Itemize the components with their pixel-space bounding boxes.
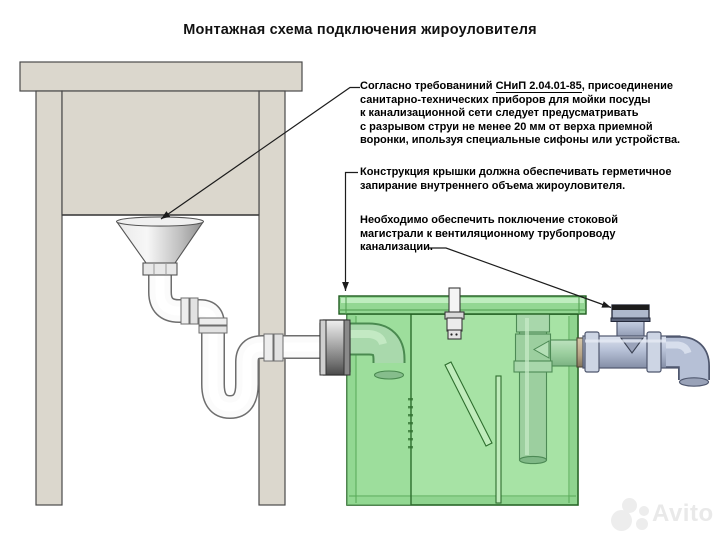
pipe-union [180,297,199,325]
annotation-vent-connection: Необходимо обеспечить поключение стоково… [360,214,618,255]
annotation-line: Согласно требованиний СНиП 2.04.01-85, п… [360,80,674,93]
grease-trap [338,287,587,506]
sink-basin [61,90,260,216]
pipe-union [198,317,228,334]
annotation-line: воронки, ипользуя специальные сифоны или… [360,134,681,146]
vertical-baffle [495,375,502,504]
annotation-line: канализации. [360,241,433,253]
avito-logo-circle [611,510,632,531]
avito-logo-circle [639,506,649,516]
annotation-snip-requirement: Согласно требованиний СНиП 2.04.01-85, п… [360,80,680,148]
avito-logo-circle [636,518,648,530]
outlet-assembly [576,304,710,387]
pipe-union [263,333,284,362]
annotation-line: санитарно-технических приборов для мойки… [360,93,651,106]
inlet-coupling [319,319,351,376]
annotation-line: магистрали к вентиляционному трубопровод… [360,227,616,240]
leader-lines [160,86,612,309]
snip-code: СНиП 2.04.01-85 [495,80,582,93]
diagonal-baffle [444,361,493,447]
annotation-line: к канализационной сети следует предусмат… [360,107,639,119]
annotation-line: с разрывом струи не менее 20 мм от верха… [360,120,653,133]
page-title: Монтажная схема подключения жироуловител… [183,22,537,38]
annotation-line: запирание внутреннего объема жироуловите… [360,179,626,192]
outlet-elbow [666,336,710,387]
funnel-nut [142,262,178,276]
outlet-tee [582,331,681,373]
drain-funnel [115,216,205,276]
sink-table [19,61,303,506]
internal-outlet-tee [513,310,579,465]
leader-lid [342,171,358,291]
leader-vent [429,247,612,309]
siphon-trap-piping [148,270,331,420]
lid-latch [444,287,465,340]
avito-watermark-text: Avito [652,500,714,527]
vent-cap [610,304,651,322]
internal-baffles [408,314,502,505]
avito-watermark: Avito [600,494,720,536]
annotation-line: Конструкция крышки должна обеспечивать г… [360,166,672,178]
grease-trap-lid [338,295,587,315]
avito-logo-circle [622,498,637,513]
table-leg-right [258,90,286,506]
table-leg-left [35,90,63,506]
internal-inlet-elbow [350,322,406,380]
annotation-lid-seal: Конструкция крышки должна обеспечивать г… [360,166,672,193]
annotation-line: Необходимо обеспечить поключение стоково… [360,214,618,226]
leader-snip [160,86,360,220]
